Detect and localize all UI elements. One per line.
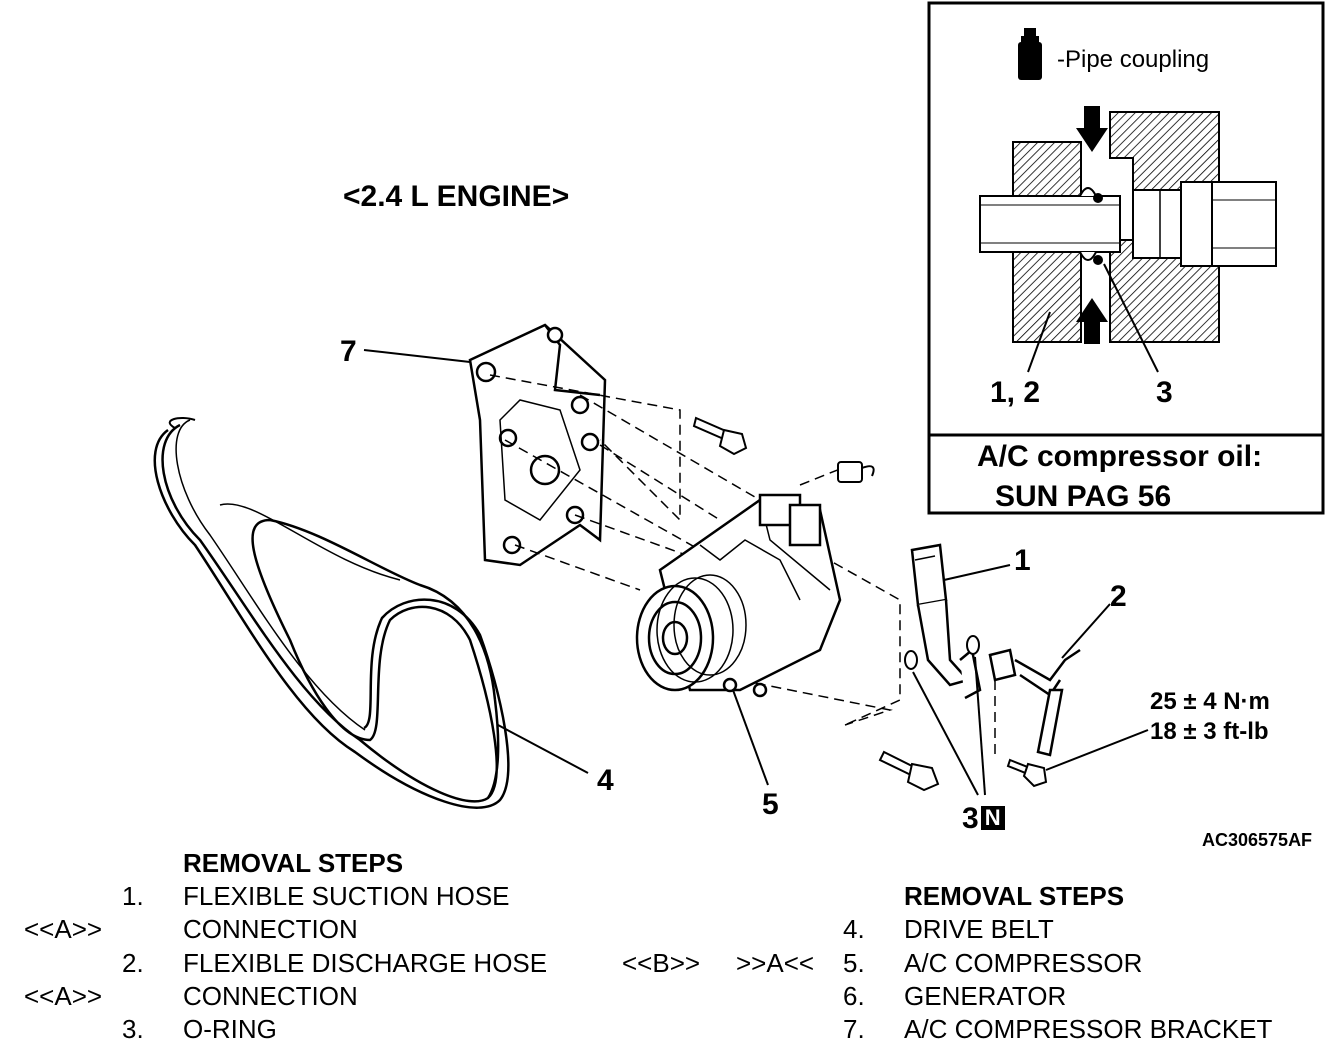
right-steps-heading: REMOVAL STEPS: [904, 881, 1125, 911]
discharge-hose: [988, 648, 1081, 757]
step-num: 1.: [122, 881, 144, 911]
callout-5: 5: [762, 788, 779, 821]
step-marker-b: <<B>>: [622, 948, 701, 978]
callout-leader-1: [943, 564, 1011, 581]
step-text: DRIVE BELT: [904, 914, 1054, 944]
step-marker-a: >>A<<: [736, 948, 815, 978]
engine-label: <2.4 L ENGINE>: [343, 180, 570, 213]
bracket-bolt: [692, 416, 748, 456]
step-num: 6.: [843, 981, 865, 1011]
step-num: 4.: [843, 914, 865, 944]
callout-leader-5: [732, 689, 769, 786]
drive-belt: [153, 417, 510, 809]
step-text: FLEXIBLE SUCTION HOSE: [183, 881, 510, 911]
inset-callout-1-2: 1, 2: [990, 376, 1041, 409]
step-marker: <<A>>: [24, 914, 103, 944]
pipe-coupling-legend: -Pipe coupling: [1057, 46, 1210, 73]
step-text: GENERATOR: [904, 981, 1067, 1011]
step-text: A/C COMPRESSOR BRACKET: [904, 1014, 1273, 1044]
compressor-oil-label: A/C compressor oil:: [977, 440, 1263, 473]
figure-code: AC306575AF: [1202, 830, 1313, 850]
coupling-cross-section: [979, 106, 1277, 373]
step-num: 5.: [843, 948, 865, 978]
inset-callout-3: 3: [1156, 376, 1173, 409]
callout-2: 2: [1110, 580, 1127, 613]
step-text: O-RING: [183, 1014, 277, 1044]
callout-leader-7: [363, 349, 471, 363]
callout-4: 4: [597, 764, 614, 797]
torque-metric: 25 ± 4 N·m: [1150, 688, 1270, 715]
torque-imperial: 18 ± 3 ft-lb: [1150, 718, 1269, 745]
step-text: CONNECTION: [183, 981, 358, 1011]
step-text: A/C COMPRESSOR: [904, 948, 1143, 978]
compressor-bolt: [878, 750, 940, 792]
compressor-bracket: [468, 323, 607, 567]
connector: [837, 461, 875, 483]
step-num: 2.: [122, 948, 144, 978]
step-num: 3.: [122, 1014, 144, 1044]
step-text: CONNECTION: [183, 914, 358, 944]
callout-1: 1: [1014, 544, 1031, 577]
compressor-oil-type: SUN PAG 56: [995, 480, 1172, 513]
callout-7: 7: [340, 335, 357, 368]
step-marker: <<A>>: [24, 981, 103, 1011]
callout-leader-2: [1061, 603, 1111, 659]
alignment-lines: [489, 374, 996, 760]
left-steps-heading: REMOVAL STEPS: [183, 848, 404, 878]
o-rings: [904, 635, 980, 670]
step-num: 7.: [843, 1014, 865, 1044]
callout-leader-3b: [974, 656, 986, 796]
callout-leader-4: [497, 724, 589, 774]
pipe-coupling-inset: [927, 1, 1325, 515]
step-text: FLEXIBLE DISCHARGE HOSE: [183, 948, 548, 978]
new-part-badge: N: [980, 806, 1005, 830]
callout-leader-torque: [1045, 729, 1149, 771]
suction-hose: [910, 543, 982, 700]
oil-bottle-icon: [1018, 28, 1042, 80]
hose-bolt: [1006, 758, 1048, 788]
callout-leader-3a: [912, 671, 979, 796]
ac-compressor: [635, 493, 842, 698]
